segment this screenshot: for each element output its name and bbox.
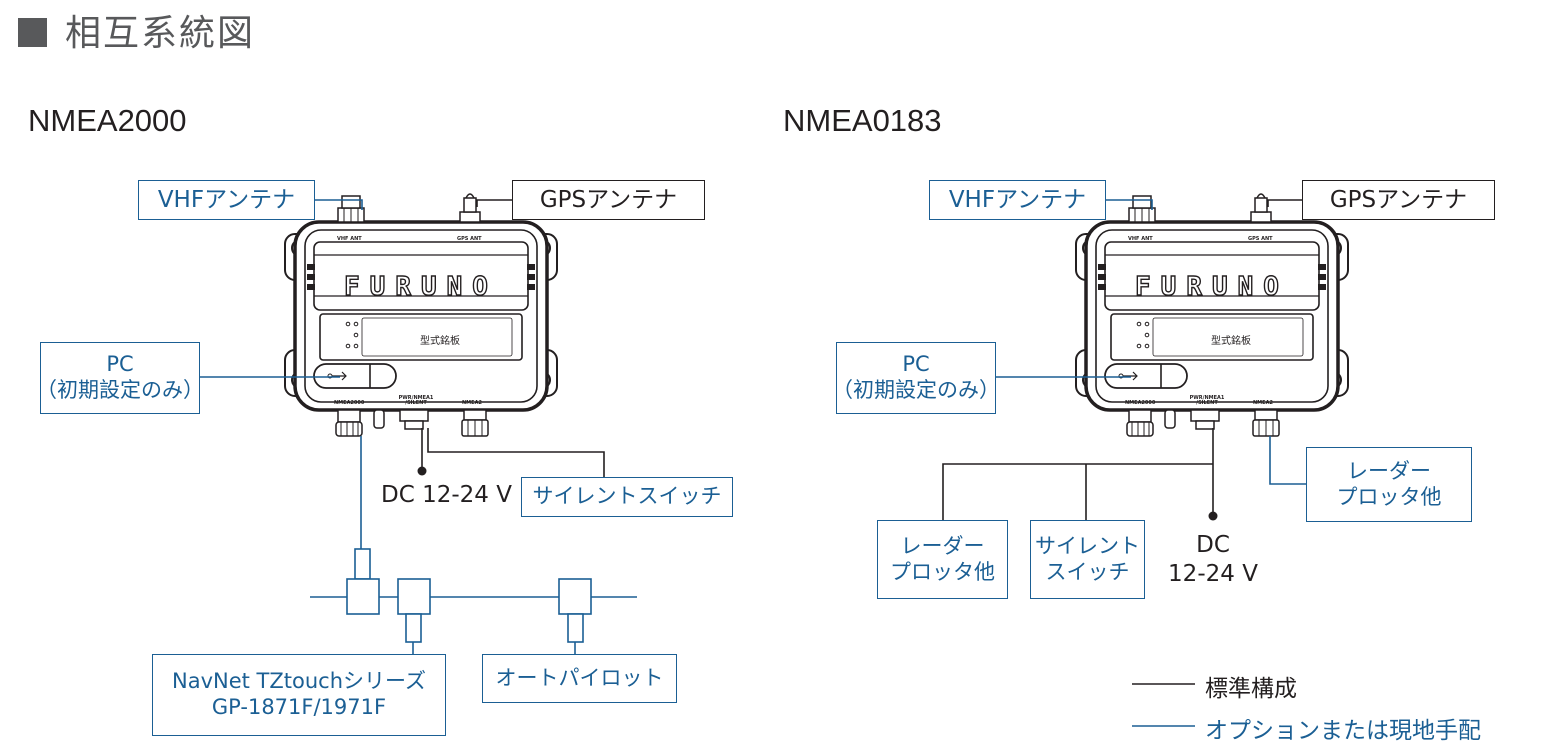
right-radar-plotter-box-right: レーダー プロッタ他 bbox=[1306, 447, 1472, 522]
right-radar-right-label: レーダー bbox=[1347, 458, 1431, 483]
left-navnet-label: NavNet TZtouchシリーズ bbox=[172, 669, 426, 694]
left-vhf-line bbox=[315, 199, 363, 210]
left-gps-line bbox=[476, 199, 512, 207]
right-dc-label-line2: 12-24 V bbox=[1168, 560, 1258, 587]
right-silent-switch-box: サイレント スイッチ bbox=[1030, 520, 1145, 599]
left-autopilot-label: オートパイロット bbox=[495, 665, 664, 690]
right-silent-sublabel: スイッチ bbox=[1045, 559, 1130, 584]
left-drop-connector bbox=[354, 548, 371, 580]
left-silent-label: サイレントスイッチ bbox=[532, 484, 722, 509]
left-vhf-antenna-box: VHFアンテナ bbox=[138, 180, 315, 220]
right-ais-unit bbox=[1074, 192, 1350, 438]
left-gps-label: GPSアンテナ bbox=[539, 186, 678, 213]
right-silent-label: サイレント bbox=[1035, 533, 1140, 558]
section-heading-nmea0183: NMEA0183 bbox=[783, 103, 942, 138]
right-gps-line bbox=[1267, 199, 1302, 207]
right-gps-label: GPSアンテナ bbox=[1329, 186, 1468, 213]
left-navnet-box: NavNet TZtouchシリーズ GP-1871F/1971F bbox=[152, 654, 446, 736]
left-tee-1 bbox=[346, 578, 380, 615]
left-navnet-model: GP-1871F/1971F bbox=[211, 695, 387, 719]
legend-option-label: オプションまたは現地手配 bbox=[1205, 718, 1481, 744]
right-dc-label: DC 12-24 V bbox=[1163, 531, 1263, 589]
right-vhf-antenna-box: VHFアンテナ bbox=[929, 180, 1106, 220]
left-tee-3 bbox=[558, 578, 592, 615]
right-radar-right-line bbox=[1269, 436, 1306, 485]
section-heading-nmea2000: NMEA2000 bbox=[28, 103, 187, 138]
left-dc-label: DC 12-24 V bbox=[381, 482, 512, 508]
left-tee-2 bbox=[397, 578, 431, 615]
page-title: 相互系統図 bbox=[18, 4, 255, 56]
right-pc-label: PC bbox=[902, 352, 930, 377]
left-vhf-label: VHFアンテナ bbox=[157, 186, 296, 213]
left-ais-unit bbox=[283, 192, 559, 438]
left-autopilot-box: オートパイロット bbox=[482, 654, 677, 703]
right-pc-sublabel: （初期設定のみ） bbox=[832, 378, 1000, 402]
right-vhf-label: VHFアンテナ bbox=[948, 186, 1087, 213]
left-tee-2-drop bbox=[405, 613, 422, 643]
title-square-icon bbox=[18, 18, 47, 47]
right-dc-dot bbox=[1208, 511, 1218, 521]
legend-standard-label: 標準構成 bbox=[1205, 676, 1297, 702]
left-pc-sublabel: （初期設定のみ） bbox=[36, 378, 204, 402]
right-dc-label-line1: DC bbox=[1196, 532, 1230, 558]
right-radar-right-sublabel: プロッタ他 bbox=[1336, 484, 1442, 509]
left-silent-switch-box: サイレントスイッチ bbox=[521, 477, 733, 517]
left-pc-box: PC （初期設定のみ） bbox=[36, 342, 204, 414]
left-pc-label: PC bbox=[106, 352, 134, 377]
right-gps-antenna-box: GPSアンテナ bbox=[1302, 180, 1495, 220]
right-radar-left-line bbox=[942, 463, 1213, 520]
left-silent-line bbox=[427, 428, 605, 477]
right-radar-left-label: レーダー bbox=[900, 533, 985, 558]
left-tee-3-drop bbox=[567, 613, 584, 643]
left-gps-antenna-box: GPSアンテナ bbox=[512, 180, 705, 220]
right-pc-box: PC （初期設定のみ） bbox=[832, 342, 1000, 414]
right-radar-left-sublabel: プロッタ他 bbox=[890, 559, 995, 584]
left-dc-dot bbox=[417, 466, 427, 476]
right-radar-plotter-box-left: レーダー プロッタ他 bbox=[877, 520, 1008, 599]
right-vhf-line bbox=[1105, 199, 1153, 210]
title-text: 相互系統図 bbox=[65, 13, 256, 54]
